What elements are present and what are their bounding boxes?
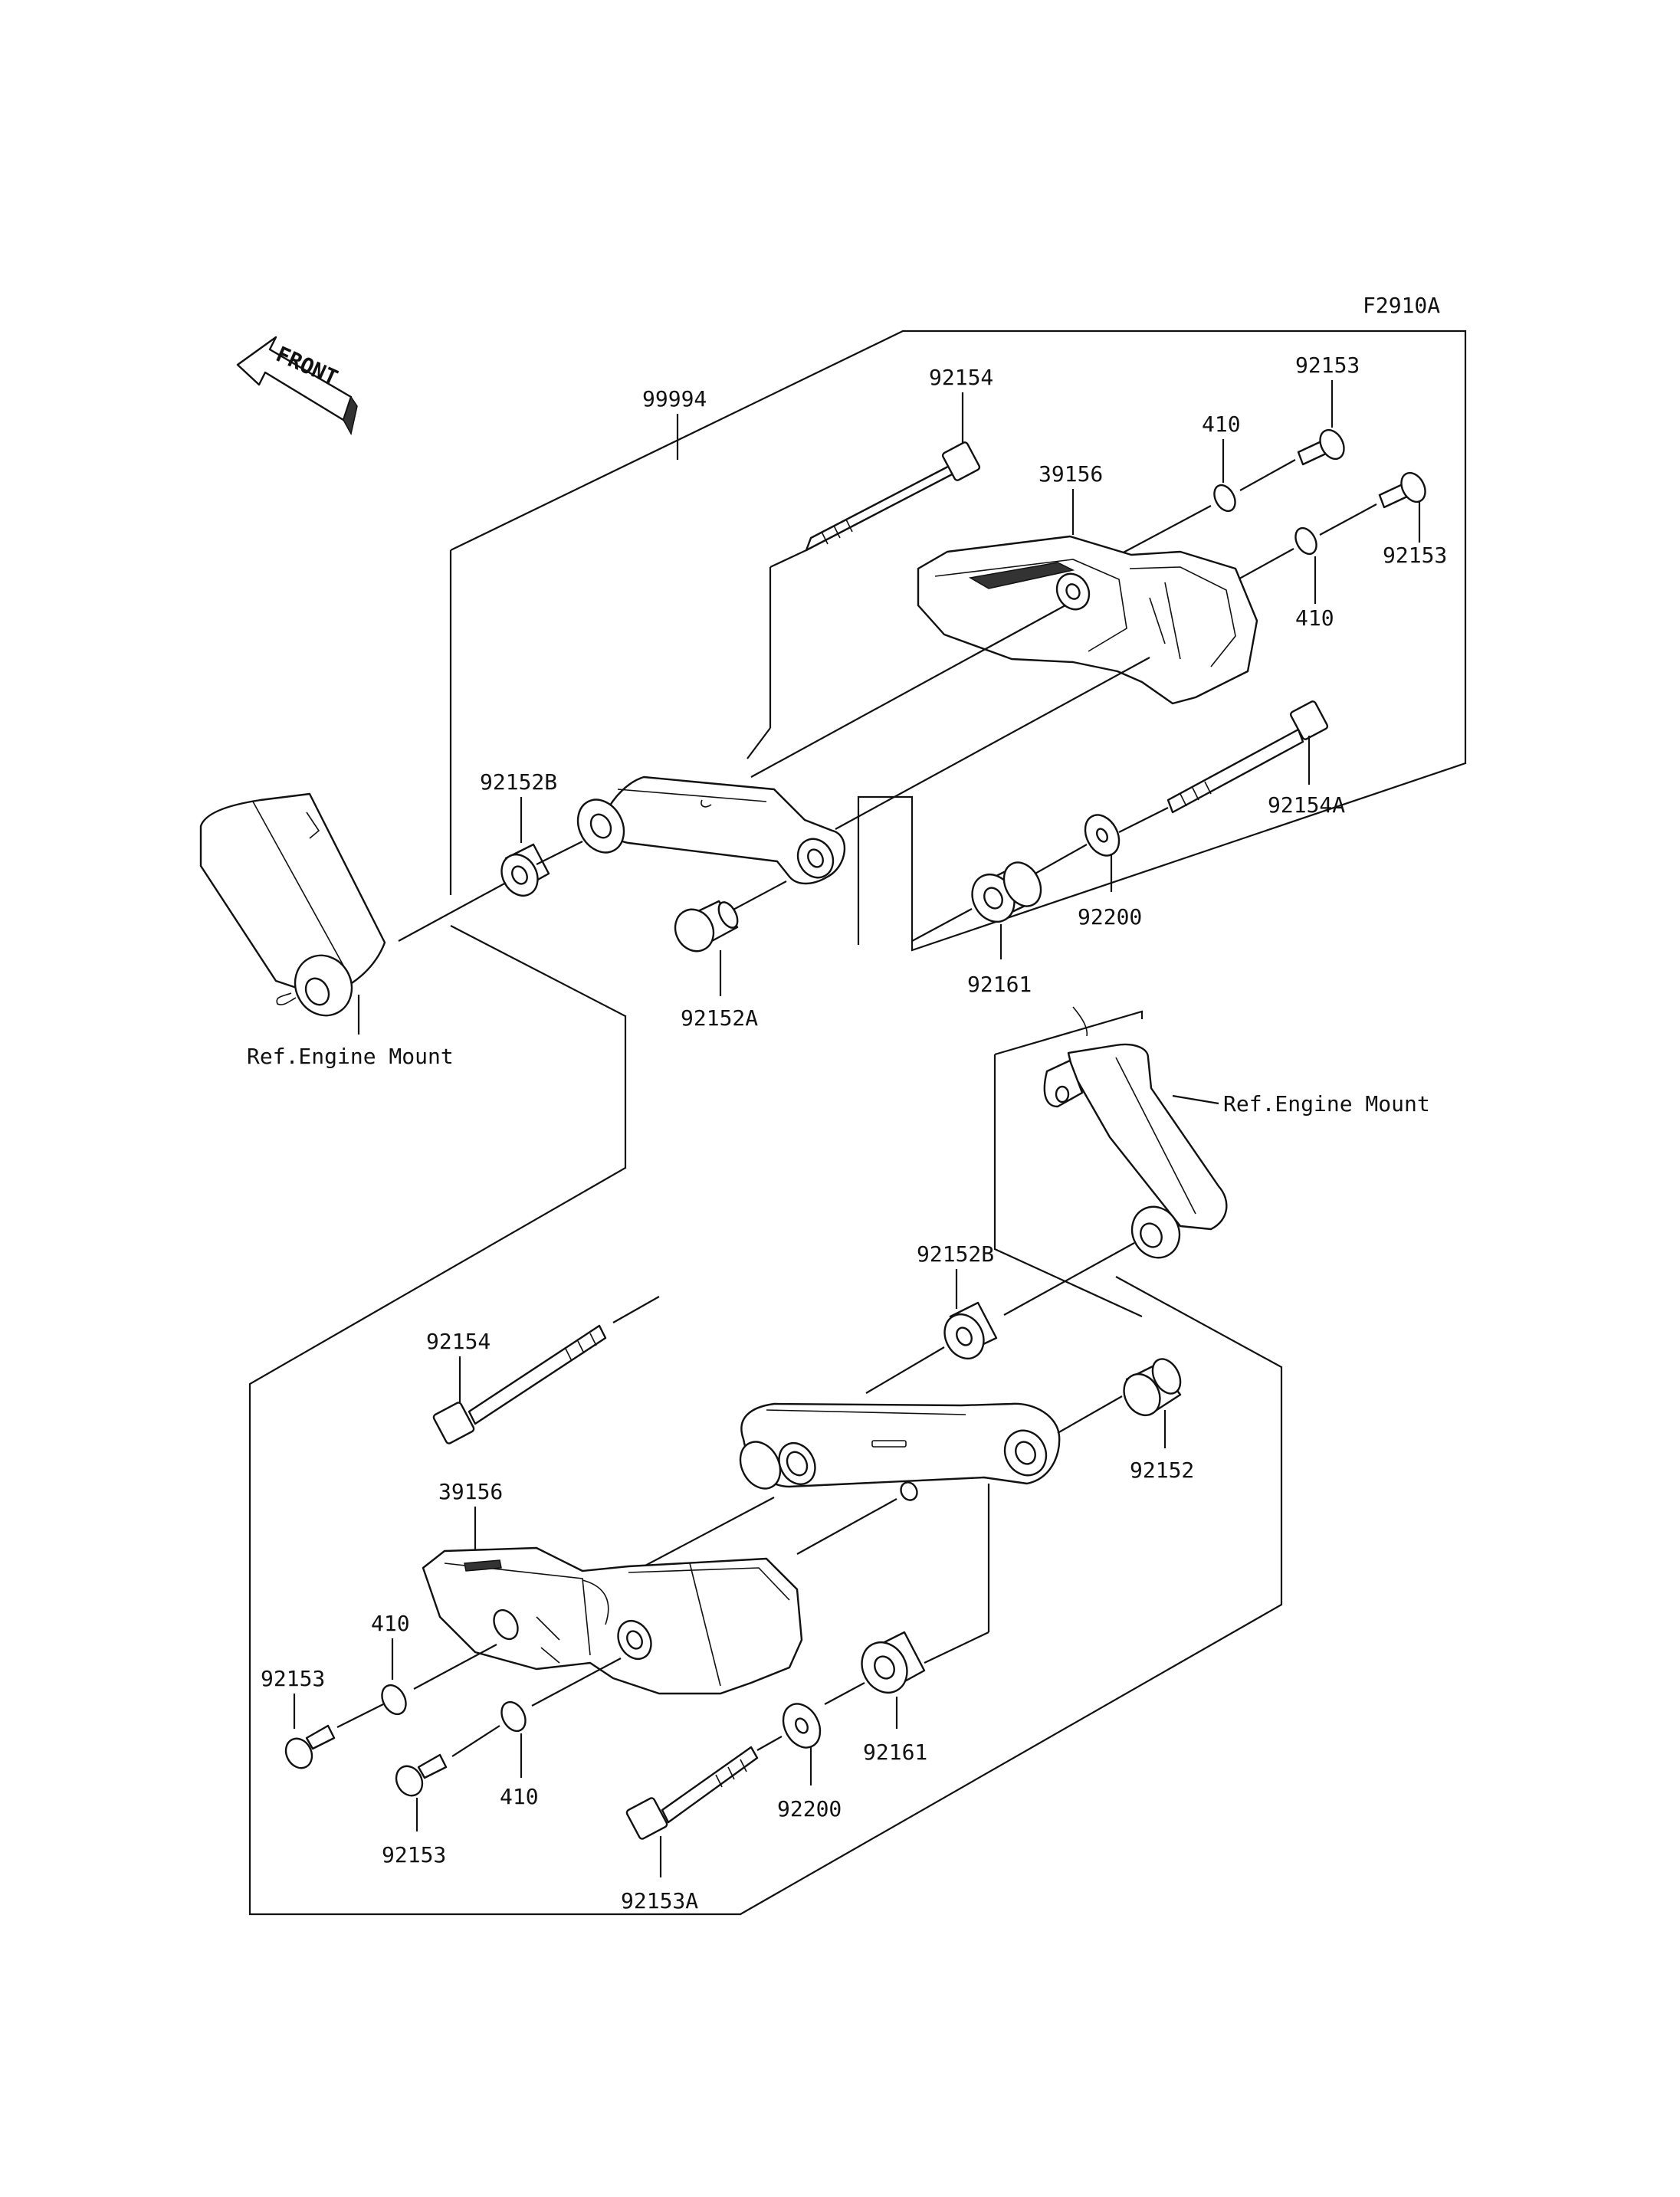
bottom-screw-92153-b (395, 1753, 448, 1797)
top-washer-410-b (1294, 526, 1317, 556)
top-bolt-92154 (805, 441, 981, 552)
label-top-410-b: 410 (1295, 605, 1334, 631)
bottom-washer-410-a (381, 1684, 407, 1716)
label-top-410-a: 410 (1202, 412, 1241, 437)
label-99994: 99994 (642, 386, 707, 412)
bottom-washer-410-b (500, 1700, 527, 1733)
bottom-slider-39156 (422, 1546, 803, 1695)
label-top-92153-a: 92153 (1295, 353, 1360, 378)
top-engine-mount-bracket (199, 792, 386, 1017)
label-bottom-92153-a: 92153 (261, 1666, 325, 1691)
label-top-ref-engine-mount: Ref.Engine Mount (247, 1044, 454, 1069)
label-top-92152a: 92152A (681, 1005, 758, 1031)
label-top-92200: 92200 (1078, 904, 1142, 930)
top-screw-92153-b (1378, 471, 1426, 509)
label-bottom-92153-b: 92153 (382, 1842, 446, 1867)
bottom-bolt-92153a (625, 1746, 759, 1840)
bottom-collar-92152 (1123, 1358, 1182, 1416)
label-bottom-92153a: 92153A (621, 1888, 698, 1913)
bottom-collar-92152b (943, 1301, 998, 1359)
top-washer-410-a (1213, 484, 1236, 513)
front-arrow-icon: FRONT (236, 336, 358, 436)
label-bottom-ref-engine-mount: Ref.Engine Mount (1223, 1091, 1430, 1117)
label-bottom-92154: 92154 (426, 1329, 491, 1354)
label-bottom-92161: 92161 (863, 1740, 927, 1765)
top-collar-92152b (500, 843, 550, 897)
label-bottom-92152b: 92152B (917, 1241, 994, 1267)
bottom-grommet-92161 (861, 1631, 926, 1694)
label-top-92161: 92161 (967, 972, 1032, 997)
top-grommet-92161 (971, 861, 1042, 923)
label-bottom-410-b: 410 (500, 1784, 539, 1809)
top-collar-92152a (674, 900, 739, 953)
bottom-group-frame (248, 925, 1283, 1916)
bottom-bolt-92154 (432, 1324, 607, 1444)
top-bolt-92154a (1166, 700, 1329, 814)
top-bracket-arm (576, 776, 845, 885)
label-bottom-92200: 92200 (777, 1796, 842, 1822)
top-group-frame (449, 330, 1467, 952)
label-bottom-92152: 92152 (1130, 1458, 1194, 1483)
figure-code: F2910A (1363, 293, 1440, 318)
label-top-92153-b: 92153 (1383, 543, 1447, 568)
label-top-92152b: 92152B (480, 769, 557, 795)
label-top-39156: 39156 (1039, 461, 1103, 487)
label-top-92154: 92154 (929, 365, 993, 390)
label-bottom-410-a: 410 (371, 1611, 410, 1636)
label-bottom-39156: 39156 (438, 1479, 503, 1504)
bottom-screw-92153-a (284, 1724, 336, 1769)
label-top-92154a: 92154A (1268, 792, 1345, 818)
top-slider-39156 (917, 535, 1258, 705)
top-screw-92153-a (1297, 428, 1345, 466)
bottom-engine-mount-bracket (1043, 1006, 1228, 1259)
bottom-bracket-arm (739, 1402, 1061, 1501)
